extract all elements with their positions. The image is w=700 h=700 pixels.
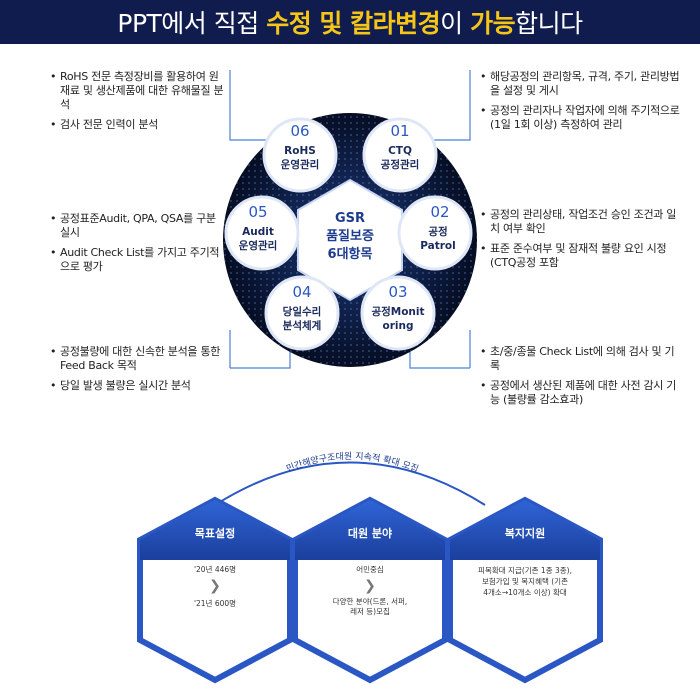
node-02-number: 02 [430, 203, 449, 221]
node-02-line2: Patrol [420, 240, 456, 252]
note-04-item-2: 당일 발생 불량은 실시간 분석 [50, 379, 230, 393]
node-04-line2: 분석체계 [283, 319, 322, 332]
chevron-down-icon: ❯ [364, 578, 376, 594]
note-03-item-2: 공정에서 생산된 제품에 대한 사전 감시 기능 (불량률 감소효과) [480, 379, 680, 407]
node-05-line1: Audit [242, 226, 274, 238]
note-05: 공정표준Audit, QPA, QSA를 구분 실시 Audit Check L… [50, 212, 225, 280]
node-05-line2: 운영관리 [239, 239, 278, 252]
node-03-number: 03 [388, 283, 407, 301]
note-05-item-2: Audit Check List를 가지고 주기적으로 평가 [50, 246, 225, 274]
note-02: 공정의 관리상태, 작업조건 승인 조건과 일치 여부 확인 표준 준수여부 및… [480, 208, 685, 276]
node-04: 04 당일수리 분석체계 [266, 277, 338, 349]
node-06-line2: 운영관리 [281, 158, 320, 171]
node-06-line1: RoHS [284, 145, 316, 157]
card-field-top: 어민중심 [356, 564, 384, 574]
node-02-line1: 공정 [428, 225, 447, 238]
card-goal-title: 목표설정 [195, 526, 235, 540]
card-goal-top: '20년 446명 [194, 564, 236, 574]
card-welfare-title: 복지지원 [505, 526, 545, 540]
chevron-down-icon: ❯ [209, 578, 221, 594]
node-01-line2: 공정관리 [381, 158, 420, 171]
note-01: 해당공정의 관리항목, 규격, 주기, 관리방법을 설정 및 게시 공정의 관리… [480, 70, 685, 138]
note-03-item-1: 초/중/종물 Check List에 의해 검사 및 기록 [480, 345, 680, 373]
card-welfare: 복지지원 피복확대 지급(기존 1종 3종), 보험가입 및 복지혜택 (기존 … [450, 500, 600, 680]
note-04-item-1: 공정불량에 대한 신속한 분석을 통한 Feed Back 목적 [50, 345, 230, 373]
card-welfare-line2: 보험가입 및 복지혜택 (기존 [482, 576, 568, 586]
node-05-number: 05 [248, 203, 267, 221]
node-02: 02 공정 Patrol [399, 197, 471, 269]
note-02-item-2: 표준 준수여부 및 잠재적 불량 요인 시정 (CTQ공정 포함 [480, 242, 685, 270]
center-line-1: GSR [335, 211, 365, 226]
card-field-title: 대원 분야 [348, 526, 392, 540]
card-goal-bottom: '21년 600명 [194, 598, 236, 608]
node-03-line1: 공정Monit [371, 305, 424, 318]
node-04-number: 04 [292, 283, 311, 301]
note-01-item-2: 공정의 관리자나 작업자에 의해 주기적으로 (1일 1회 이상) 측정하여 관… [480, 104, 685, 132]
card-welfare-line1: 피복확대 지급(기존 1종 3종), [478, 565, 572, 575]
note-06-item-1: RoHS 전문 측정장비를 활용하여 원재료 및 생산제품에 대한 유해물질 분… [50, 70, 225, 112]
note-05-item-1: 공정표준Audit, QPA, QSA를 구분 실시 [50, 212, 225, 240]
node-04-line1: 당일수리 [283, 305, 322, 318]
node-01-number: 01 [390, 122, 409, 140]
card-field-bottom-2: 레저 등)모집 [350, 606, 390, 616]
recruitment-arc [215, 463, 485, 506]
note-01-item-1: 해당공정의 관리항목, 규격, 주기, 관리방법을 설정 및 게시 [480, 70, 685, 98]
note-02-item-1: 공정의 관리상태, 작업조건 승인 조건과 일치 여부 확인 [480, 208, 685, 236]
note-03: 초/중/종물 Check List에 의해 검사 및 기록 공정에서 생산된 제… [480, 345, 680, 413]
note-04: 공정불량에 대한 신속한 분석을 통한 Feed Back 목적 당일 발생 불… [50, 345, 230, 399]
node-01: 01 CTQ 공정관리 [364, 119, 436, 191]
card-field-bottom-1: 다양한 분야(드론, 서퍼, [333, 596, 408, 606]
note-06: RoHS 전문 측정장비를 활용하여 원재료 및 생산제품에 대한 유해물질 분… [50, 70, 225, 138]
node-05: 05 Audit 운영관리 [226, 197, 298, 269]
node-01-line1: CTQ [388, 145, 412, 157]
node-03: 03 공정Monit oring [362, 277, 434, 349]
node-06-number: 06 [290, 122, 309, 140]
center-line-3: 6대항목 [328, 246, 373, 262]
card-goal: 목표설정 '20년 446명 ❯ '21년 600명 [140, 500, 290, 680]
card-field: 대원 분야 어민중심 ❯ 다양한 분야(드론, 서퍼, 레저 등)모집 [295, 500, 445, 680]
center-line-2: 품질보증 [326, 229, 374, 244]
card-welfare-line3: 4개소→10개소 이상) 확대 [483, 587, 567, 597]
node-03-line2: oring [383, 320, 414, 332]
node-06: 06 RoHS 운영관리 [264, 119, 336, 191]
note-06-item-2: 검사 전문 인력이 분석 [50, 118, 225, 132]
